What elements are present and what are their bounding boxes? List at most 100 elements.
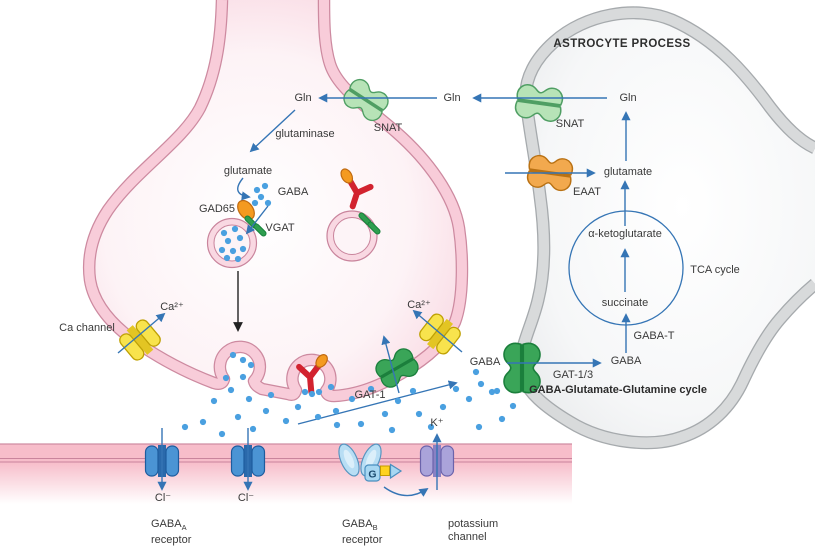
gaba-dot [348, 395, 356, 403]
gaba-dot [239, 356, 247, 364]
potassium-channel-label: potassium channel [448, 518, 498, 544]
gaba-terminal-label: GABA [277, 186, 309, 198]
gat13-label: GAT-1/3 [552, 369, 594, 381]
synaptic-vesicle-empty [326, 210, 378, 262]
gaba-dot [181, 423, 189, 431]
gaba-dot [333, 421, 341, 429]
gaba-dot [239, 373, 247, 381]
ca-channel-left-icon [119, 319, 161, 361]
gaba-dot [234, 413, 242, 421]
gaba-dot [267, 391, 275, 399]
gaba-dot [315, 388, 323, 396]
gad65-enzyme-icon [237, 199, 255, 221]
gaba-dot [249, 425, 257, 433]
gaba-dot [357, 420, 365, 428]
gaba-dot [236, 234, 244, 242]
antibody-icon [340, 168, 374, 210]
vgat-transporter-icon-2 [358, 212, 381, 235]
terminal-interior [89, 0, 462, 396]
alpha-ketoglutarate-label: α-ketoglutarate [588, 228, 662, 240]
gaba-astrocyte-label: GABA [610, 355, 642, 367]
gln-astrocyte-label: Gln [619, 92, 637, 104]
gaba-dot [388, 426, 396, 434]
gaba-dot [472, 368, 480, 376]
gaba-dot [509, 402, 517, 410]
gaba-dot [488, 388, 496, 396]
gaba-dot [381, 410, 389, 418]
gaba-dot [367, 385, 375, 393]
gaba-dot [498, 415, 506, 423]
g-protein-icon: G [364, 463, 403, 482]
gaba-dot [199, 418, 207, 426]
gabaa-receptor-label: GABAA receptor [151, 518, 191, 547]
gabab-receptor-label: GABAB receptor [342, 518, 382, 547]
gaba-dot [493, 387, 501, 395]
gaba-dot [452, 385, 460, 393]
gaba-dot [231, 225, 239, 233]
snat-terminal-label: SNAT [373, 122, 403, 134]
gat13-transporter-icon [503, 342, 541, 394]
gaba-molecule-dots [181, 182, 517, 438]
gaba-dot [229, 351, 237, 359]
potassium-line2: channel [448, 531, 487, 543]
potassium-line1: potassium [448, 518, 499, 530]
cl-left-label: Cl⁻ [154, 492, 172, 504]
gad65-label: GAD65 [198, 203, 236, 215]
gabaa-sub: A [181, 523, 187, 533]
gaba-dot [332, 407, 340, 415]
snat-transporter-astrocyte-icon [514, 84, 564, 122]
gaba-dot [308, 390, 316, 398]
gaba-dot [262, 407, 270, 415]
ggg-cycle-caption: GABA-Glutamate-Glutamine cycle [529, 384, 707, 396]
gaba-dot [220, 229, 228, 237]
arrow-glutaminase [249, 109, 296, 153]
gaba-dot [264, 199, 272, 207]
gaba-dot [222, 374, 230, 382]
cl-right-label: Cl⁻ [237, 492, 255, 504]
gaba-dot [427, 423, 435, 431]
gaba-cleft-label: GABA [469, 356, 501, 368]
glutaminase-label: glutaminase [275, 128, 335, 140]
gaba-t-label: GABA-T [633, 330, 675, 342]
postsynaptic-membrane [0, 443, 572, 504]
gaba-dot [227, 386, 235, 394]
tca-cycle-label: TCA cycle [690, 264, 740, 276]
gat1-label: GAT-1 [354, 389, 386, 401]
gaba-dot [251, 199, 259, 207]
arrow-ca-influx-left [117, 312, 166, 354]
astrocyte-title: ASTROCYTE PROCESS [553, 38, 691, 50]
gabab-name: GABA [342, 518, 373, 530]
gaba-dot [247, 361, 255, 369]
gln-terminal-label: Gln [294, 92, 312, 104]
arrow-ca-influx-right [412, 309, 463, 353]
gaba-dot [224, 237, 232, 245]
gaba-dot [477, 380, 485, 388]
gaba-dot [261, 182, 269, 190]
gabab-word: receptor [342, 534, 383, 547]
gabaa-word: receptor [151, 534, 192, 547]
gaba-dot [234, 255, 242, 263]
gaba-dot [257, 193, 265, 201]
arrow-gat1-uptake [381, 335, 400, 394]
gaba-dot [475, 423, 483, 431]
glutamate-terminal-label: glutamate [223, 165, 273, 177]
gaba-dot [439, 403, 447, 411]
gabab-receptor-icon: G [338, 443, 403, 482]
gaba-dot [210, 397, 218, 405]
gaba-dot [282, 417, 290, 425]
gaba-dot [301, 388, 309, 396]
glutamate-astrocyte-label: glutamate [603, 166, 653, 178]
gaba-dot [253, 186, 261, 194]
gaba-dot [218, 430, 226, 438]
gaba-dot [223, 254, 231, 262]
antibody-in-pocket-icon [296, 354, 328, 395]
gaba-dot [409, 387, 417, 395]
ca2-right-label: Ca²⁺ [407, 299, 431, 311]
ca2-left-label: Ca²⁺ [160, 301, 184, 313]
gaba-dot [294, 403, 302, 411]
gln-cleft-label: Gln [443, 92, 461, 104]
presynaptic-terminal [82, 0, 469, 403]
k-plus-label: K⁺ [430, 417, 444, 429]
